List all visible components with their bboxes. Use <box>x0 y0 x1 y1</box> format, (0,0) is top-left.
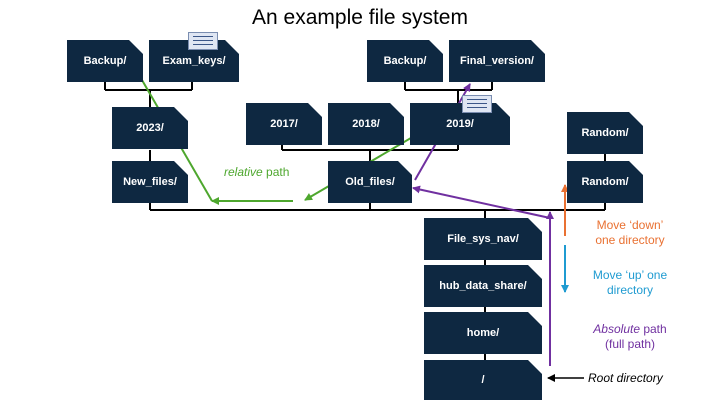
folder-hub-data-share[interactable]: hub_data_share/ <box>424 265 542 307</box>
folder-file-sys-nav[interactable]: File_sys_nav/ <box>424 218 542 260</box>
folder-random[interactable]: Random/ <box>567 161 643 203</box>
folder-home[interactable]: home/ <box>424 312 542 354</box>
folder-new-files[interactable]: New_files/ <box>112 161 188 203</box>
move-up-label: Move ‘up’ one directory <box>592 268 668 297</box>
folder-root[interactable]: / <box>424 360 542 400</box>
folder-final-version[interactable]: Final_version/ <box>449 40 545 82</box>
folder-2017[interactable]: 2017/ <box>246 103 322 145</box>
root-directory-label: Root directory <box>588 371 663 385</box>
folder-backup-2023[interactable]: Backup/ <box>67 40 143 82</box>
document-icon <box>188 32 218 50</box>
absolute-path-label: Absolute path (full path) <box>593 322 667 351</box>
diagram-title: An example file system <box>252 6 468 29</box>
folder-2023[interactable]: 2023/ <box>112 107 188 149</box>
document-icon <box>462 95 492 113</box>
folder-old-files[interactable]: Old_files/ <box>328 161 412 203</box>
folder-random-top[interactable]: Random/ <box>567 112 643 154</box>
relative-path-label: relative path <box>224 165 290 179</box>
folder-backup-2019[interactable]: Backup/ <box>367 40 443 82</box>
folder-2019[interactable]: 2019/ <box>410 103 510 145</box>
move-down-label: Move ‘down’ one directory <box>595 218 665 247</box>
folder-2018[interactable]: 2018/ <box>328 103 404 145</box>
